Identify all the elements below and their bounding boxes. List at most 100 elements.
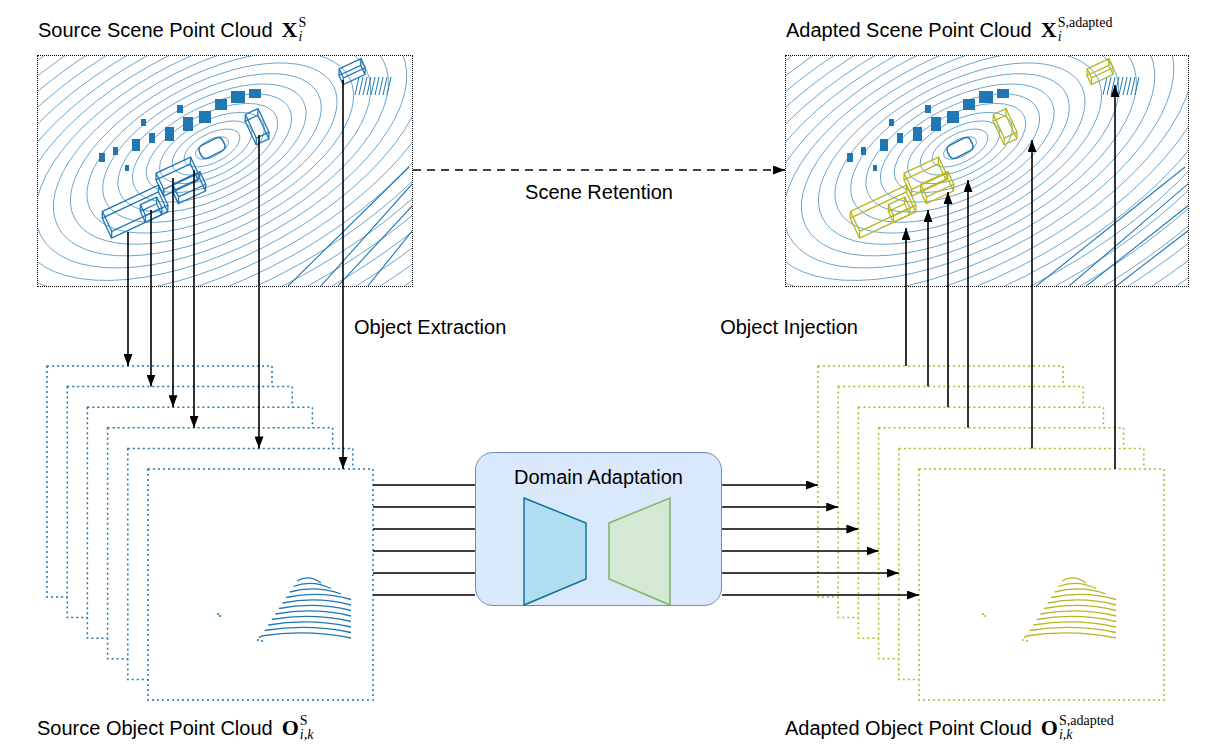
box-top bbox=[245, 109, 269, 138]
lidar-ring bbox=[786, 56, 1188, 286]
object-points bbox=[1026, 633, 1116, 638]
box-top bbox=[993, 109, 1017, 138]
math-symbol: O bbox=[1041, 715, 1058, 741]
heading-text: Source Object Point Cloud bbox=[37, 716, 273, 740]
box-edge bbox=[907, 208, 912, 215]
building-points bbox=[931, 117, 941, 131]
connector-arrow bbox=[373, 550, 475, 552]
building-points bbox=[99, 153, 105, 162]
wall-points bbox=[1135, 77, 1139, 95]
connector-arrow bbox=[373, 484, 475, 486]
building-points bbox=[897, 133, 903, 143]
lidar-ring bbox=[786, 56, 1188, 286]
object-points bbox=[1051, 594, 1116, 599]
wall-points bbox=[371, 77, 375, 95]
building-points bbox=[149, 133, 155, 143]
lidar-ring bbox=[38, 56, 412, 286]
lidar-ring bbox=[38, 56, 412, 286]
object-stack: Source Object Point CloudOSi,k bbox=[47, 366, 373, 700]
lidar-ring bbox=[38, 56, 412, 286]
box-edge bbox=[902, 197, 907, 204]
lidar-ring bbox=[786, 56, 1188, 286]
building-points bbox=[861, 147, 866, 155]
box-base bbox=[993, 115, 1017, 144]
ego-car bbox=[945, 136, 975, 160]
object-points bbox=[286, 594, 351, 599]
box-edge bbox=[886, 205, 891, 212]
box-top bbox=[102, 185, 167, 231]
stray-point bbox=[257, 639, 259, 641]
box-edge bbox=[266, 132, 271, 139]
bounding-box bbox=[336, 59, 367, 85]
box-edge bbox=[203, 184, 208, 191]
building-points bbox=[199, 111, 211, 123]
lidar-ring bbox=[786, 56, 1188, 286]
math-symbol: X bbox=[1041, 17, 1057, 43]
box-edge bbox=[254, 138, 259, 145]
lidar-ring bbox=[786, 56, 1188, 286]
box-edge bbox=[936, 157, 941, 164]
building-points bbox=[183, 117, 193, 131]
building-points bbox=[249, 89, 261, 98]
building-points bbox=[925, 105, 931, 113]
object-points bbox=[1030, 627, 1116, 632]
superscript: S,adapted bbox=[1058, 16, 1113, 30]
lidar-ring bbox=[38, 56, 412, 286]
connector-arrow bbox=[722, 484, 818, 486]
lidar-ring bbox=[98, 58, 326, 239]
building-points bbox=[177, 105, 183, 113]
stray-point bbox=[1026, 640, 1028, 642]
lidar-ring bbox=[786, 56, 1188, 286]
stray-point bbox=[219, 615, 221, 617]
box-label: Domain Adaptation bbox=[514, 465, 683, 489]
box-edge bbox=[100, 211, 105, 218]
lidar-ring bbox=[786, 56, 1188, 286]
object-card bbox=[919, 469, 1164, 700]
heading-text: Adapted Object Point Cloud bbox=[785, 716, 1032, 740]
object-points bbox=[1037, 616, 1116, 621]
box-edge bbox=[153, 173, 158, 180]
stray-point bbox=[217, 613, 219, 615]
object-points bbox=[283, 600, 351, 605]
connector-arrow bbox=[373, 572, 475, 574]
box-top bbox=[173, 172, 206, 197]
road-edge bbox=[287, 167, 409, 286]
subscript: i,k bbox=[300, 728, 314, 742]
box-edge bbox=[154, 197, 159, 204]
object-points bbox=[1058, 583, 1096, 588]
decoder-trapezoid bbox=[609, 498, 670, 605]
lidar-ring bbox=[38, 56, 412, 286]
lidar-ring bbox=[940, 132, 980, 164]
bounding-box bbox=[848, 185, 919, 238]
connector-arrow bbox=[342, 80, 344, 469]
bounding-box bbox=[170, 172, 208, 204]
building-points bbox=[113, 147, 118, 155]
building-points bbox=[880, 139, 888, 151]
box-edge bbox=[161, 189, 166, 196]
building-points bbox=[979, 91, 993, 103]
road-edge bbox=[367, 230, 412, 286]
lidar-ring bbox=[786, 56, 1188, 286]
panel-heading: Adapted Scene Point CloudXS,adaptedi bbox=[786, 16, 1112, 44]
box-base bbox=[1087, 65, 1113, 84]
lidar-ring bbox=[38, 56, 412, 286]
building-points bbox=[231, 91, 245, 103]
connector-arrow bbox=[905, 228, 907, 366]
wall-points bbox=[1127, 77, 1131, 95]
lidar-ring bbox=[786, 56, 1188, 286]
object-points bbox=[290, 589, 341, 594]
object-points bbox=[1044, 605, 1116, 610]
box-edge bbox=[1002, 138, 1007, 145]
connector-arrow bbox=[150, 210, 152, 387]
lidar-ring bbox=[38, 56, 412, 286]
panel-heading: Adapted Object Point CloudOS,adaptedi,k bbox=[785, 714, 1114, 742]
scene-panel: Adapted Scene Point CloudXS,adaptedi bbox=[785, 55, 1189, 287]
superscript: S bbox=[298, 16, 306, 30]
lidar-ring bbox=[38, 56, 412, 286]
lidar-ring bbox=[192, 132, 232, 164]
building-points bbox=[889, 119, 894, 126]
edge-label: Object Injection bbox=[718, 315, 860, 339]
object-points bbox=[1062, 578, 1086, 583]
box-top bbox=[850, 185, 915, 231]
